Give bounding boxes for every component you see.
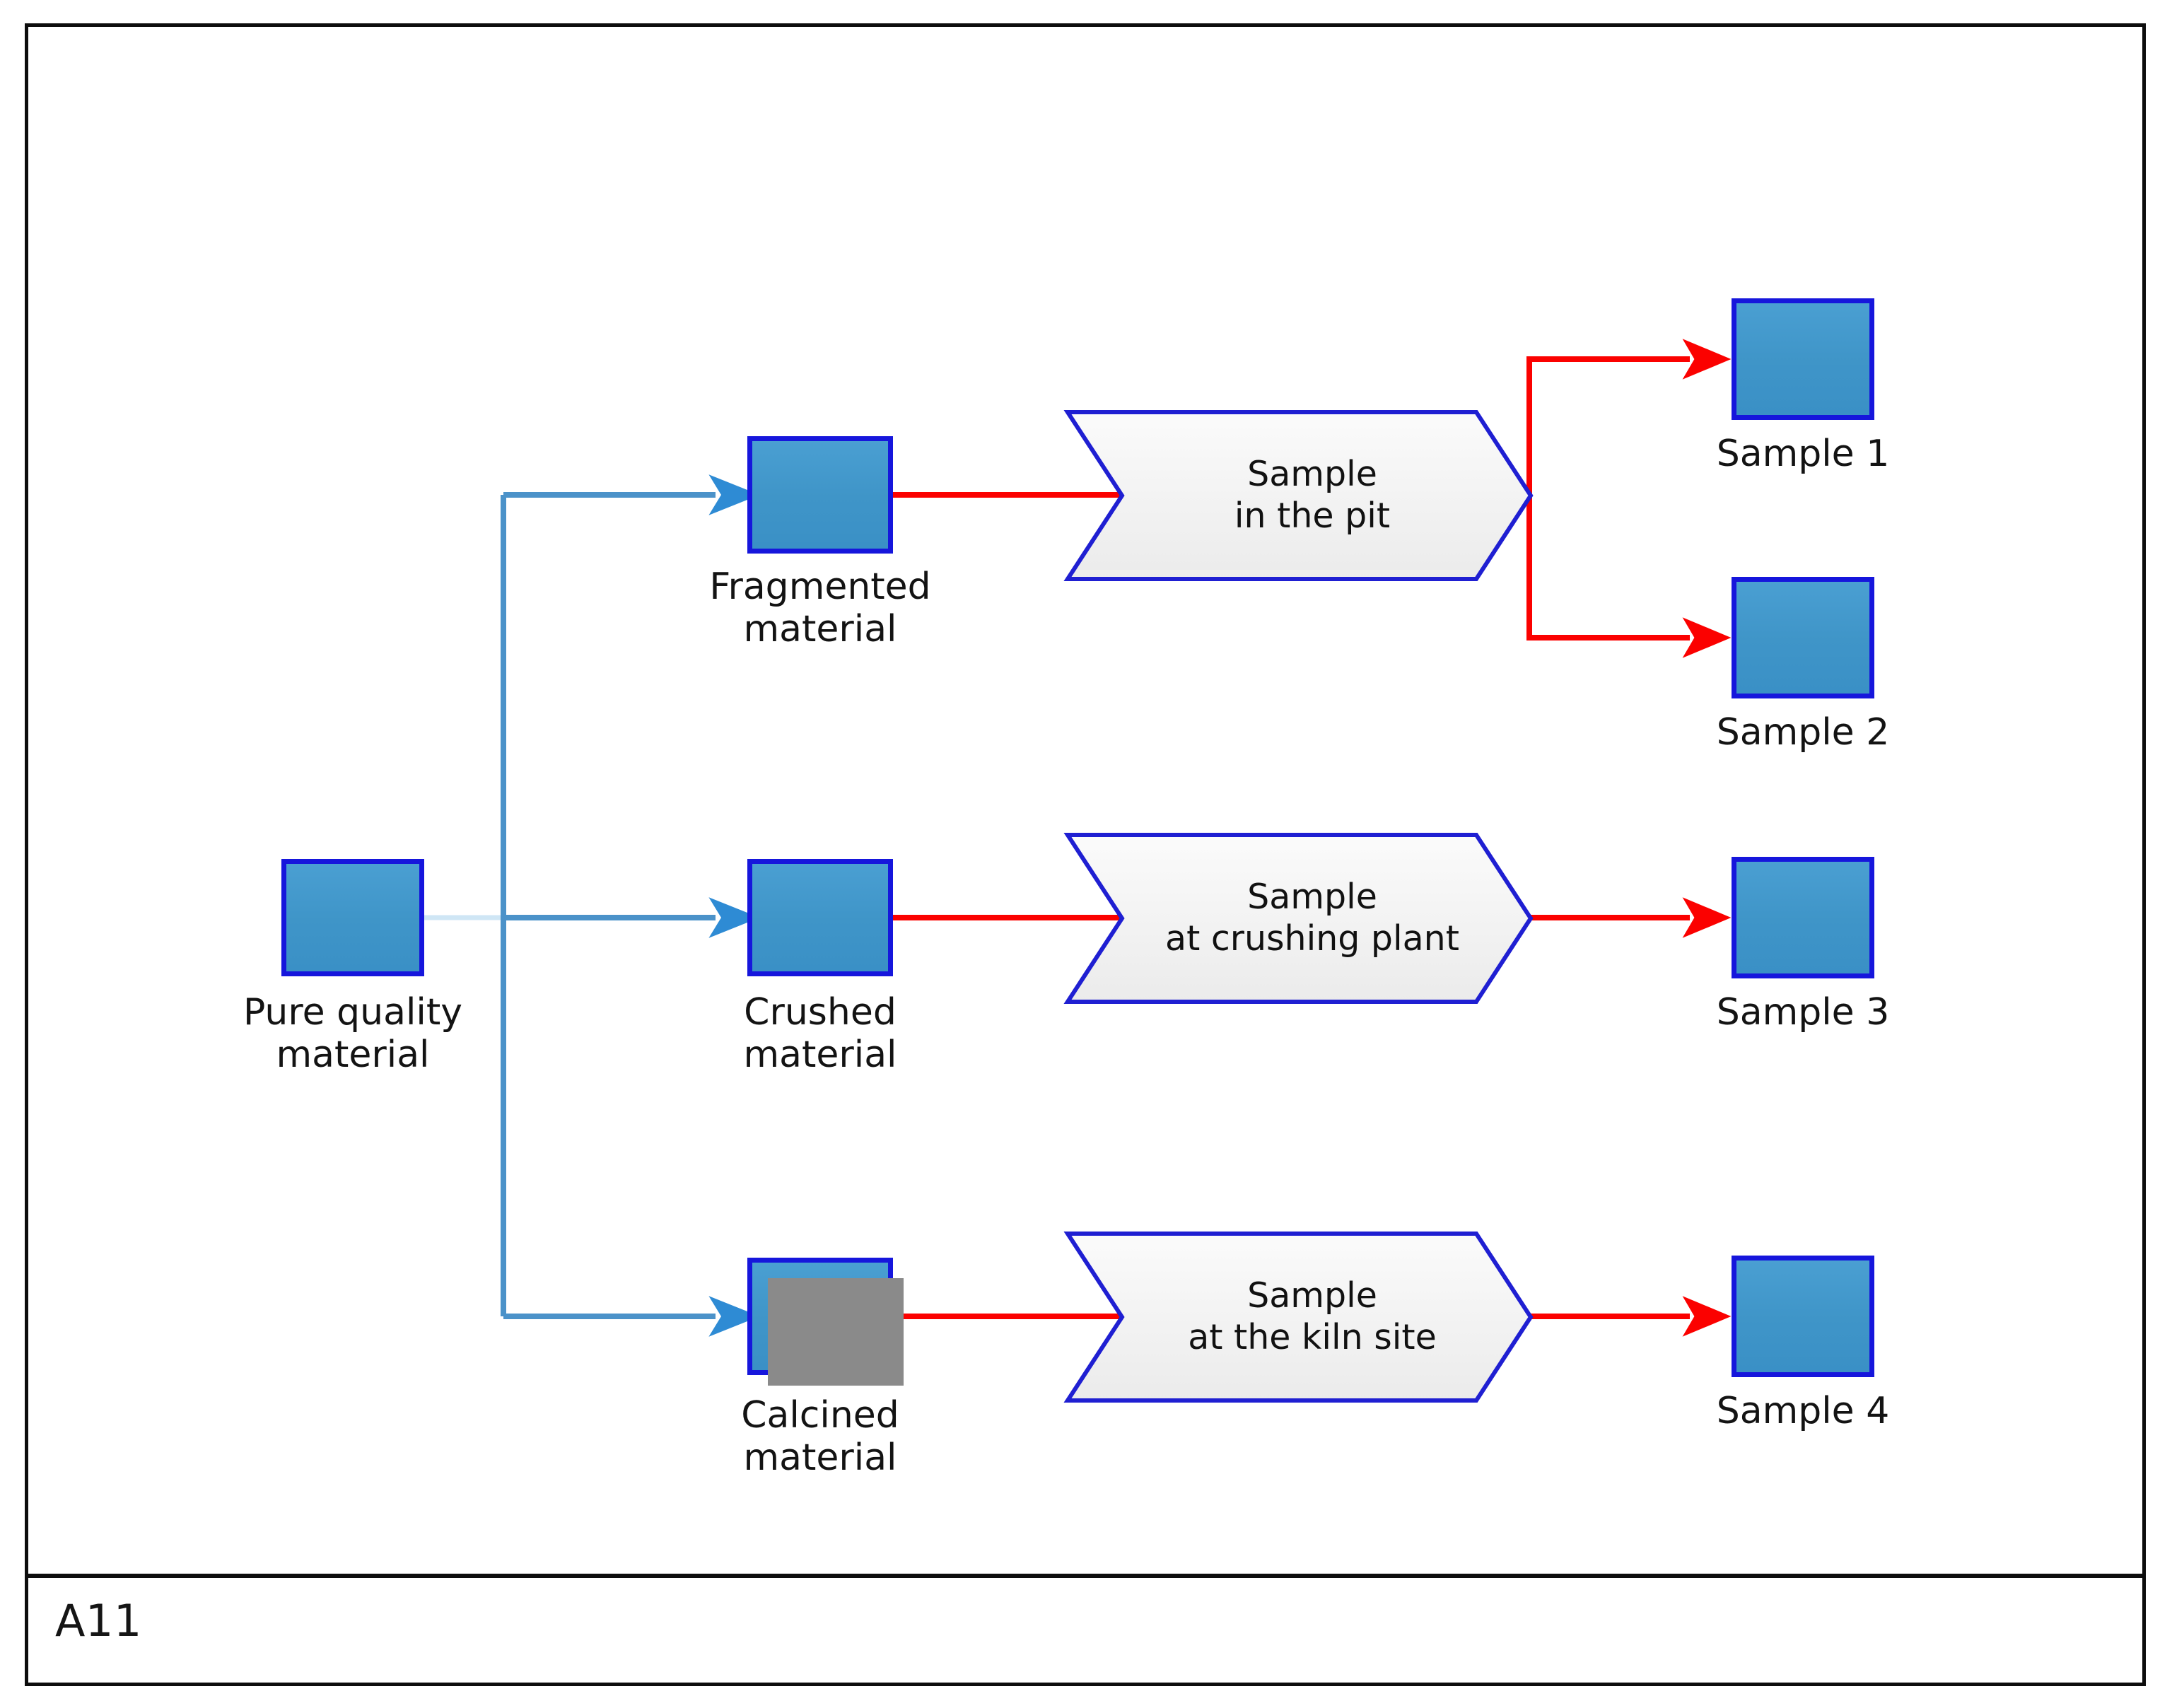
label-sample-at-the-kiln-site: Sample at the kiln site — [1188, 1275, 1437, 1357]
chevron-shape-sample-at-crushing-plant — [1063, 833, 1534, 1004]
label-sample-at-crushing-plant: Sample at crushing plant — [1165, 877, 1459, 959]
label-pure-quality-material: Pure quality material — [243, 991, 463, 1077]
edge-pit-sample-to-sample-1 — [1526, 339, 1732, 495]
node-pure-quality-material[interactable] — [281, 859, 424, 976]
node-fragmented-material[interactable] — [747, 436, 893, 554]
label-sample-3: Sample 3 — [1716, 991, 1890, 1034]
label-sample-4: Sample 4 — [1716, 1390, 1890, 1432]
label-sample-in-the-pit: Sample in the pit — [1234, 454, 1391, 536]
chevron-shape-sample-in-the-pit — [1063, 410, 1534, 581]
chevron-shape-sample-at-the-kiln-site — [1063, 1232, 1534, 1403]
node-crushed-material[interactable] — [747, 859, 893, 976]
edge-pit-sample-to-sample-2 — [1526, 495, 1732, 658]
label-sample-1: Sample 1 — [1716, 433, 1890, 475]
node-sample-1[interactable] — [1732, 298, 1874, 420]
caption-divider — [25, 1574, 2146, 1578]
node-sample-in-the-pit[interactable]: Sample in the pit — [1063, 410, 1534, 581]
node-sample-at-crushing-plant[interactable]: Sample at crushing plant — [1063, 833, 1534, 1004]
label-calcined-material: Calcined material — [741, 1394, 899, 1480]
node-calcined-material[interactable] — [747, 1258, 904, 1386]
figure-caption: A11 — [55, 1595, 142, 1646]
node-sample-3[interactable] — [1732, 857, 1874, 978]
node-sample-at-the-kiln-site[interactable]: Sample at the kiln site — [1063, 1232, 1534, 1403]
node-sample-2[interactable] — [1732, 577, 1874, 698]
label-sample-2: Sample 2 — [1716, 711, 1890, 754]
node-sample-4[interactable] — [1732, 1256, 1874, 1377]
label-fragmented-material: Fragmented material — [709, 566, 931, 651]
label-crushed-material: Crushed material — [743, 991, 897, 1077]
